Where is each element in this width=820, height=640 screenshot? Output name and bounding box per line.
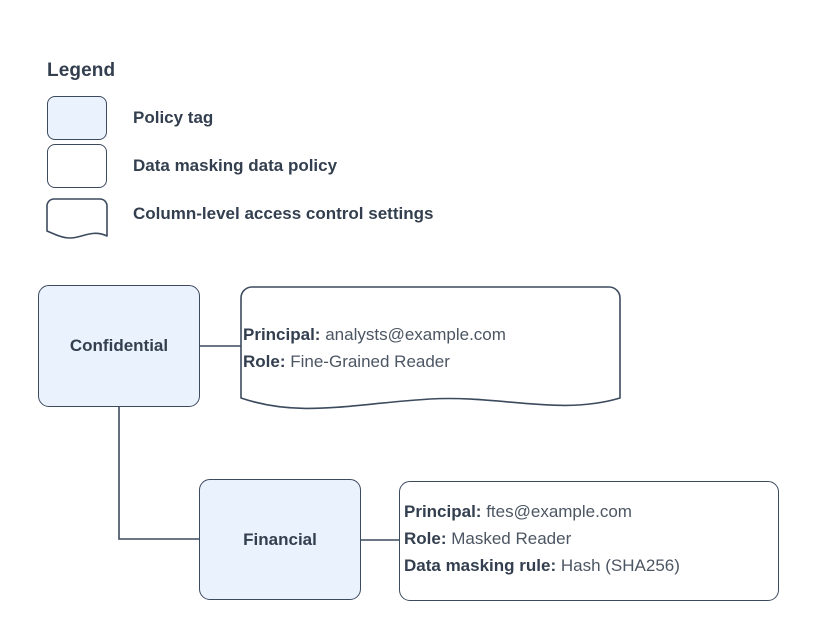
legend-title: Legend [47,60,116,81]
callout-line: Role: Fine-Grained Reader [243,348,506,375]
callout-line: Principal: analysts@example.com [243,321,506,348]
callout-line: Role: Masked Reader [404,525,680,552]
callout-line-key: Principal: [243,325,321,344]
callout-line: Principal: ftes@example.com [404,498,680,525]
callout-confidential-access-text: Principal: analysts@example.com Role: Fi… [243,321,506,375]
callout-financial-access-shape [399,481,779,601]
callout-line: Data masking rule: Hash (SHA256) [404,552,680,579]
legend-item-policy-tag: Policy tag [47,96,747,140]
node-financial[interactable]: Financial [199,479,361,600]
legend-swatch-data-masking-policy-icon [47,144,107,188]
callout-line-key: Role: [243,352,286,371]
legend-item-column-access-settings: Column-level access control settings [47,192,747,236]
callout-line-key: Principal: [404,502,482,521]
callout-line-value: analysts@example.com [325,325,506,344]
legend-swatch-wavy-bottom-note-icon [46,198,108,239]
callout-line-key: Data masking rule: [404,556,557,575]
callout-line-value: Masked Reader [451,529,572,548]
callout-financial-access-text: Principal: ftes@example.com Role: Masked… [404,498,680,579]
node-confidential-label: Confidential [69,336,169,355]
callout-confidential-access-shape [240,286,621,410]
legend-label-column-access-settings: Column-level access control settings [133,204,434,223]
connector-confidential-to-financial [118,407,199,540]
node-financial-label: Financial [243,529,317,549]
legend-swatch-policy-tag-icon [47,96,107,140]
legend-label-policy-tag: Policy tag [133,108,214,127]
callout-line-key: Role: [404,529,447,548]
callout-line-value: Fine-Grained Reader [290,352,450,371]
callout-line-value: Hash (SHA256) [560,556,680,575]
legend-item-data-masking-policy: Data masking data policy [47,144,747,188]
callout-line-value: ftes@example.com [486,502,632,521]
node-confidential[interactable]: Confidential [38,285,200,407]
legend-label-data-masking-policy: Data masking data policy [133,156,338,175]
